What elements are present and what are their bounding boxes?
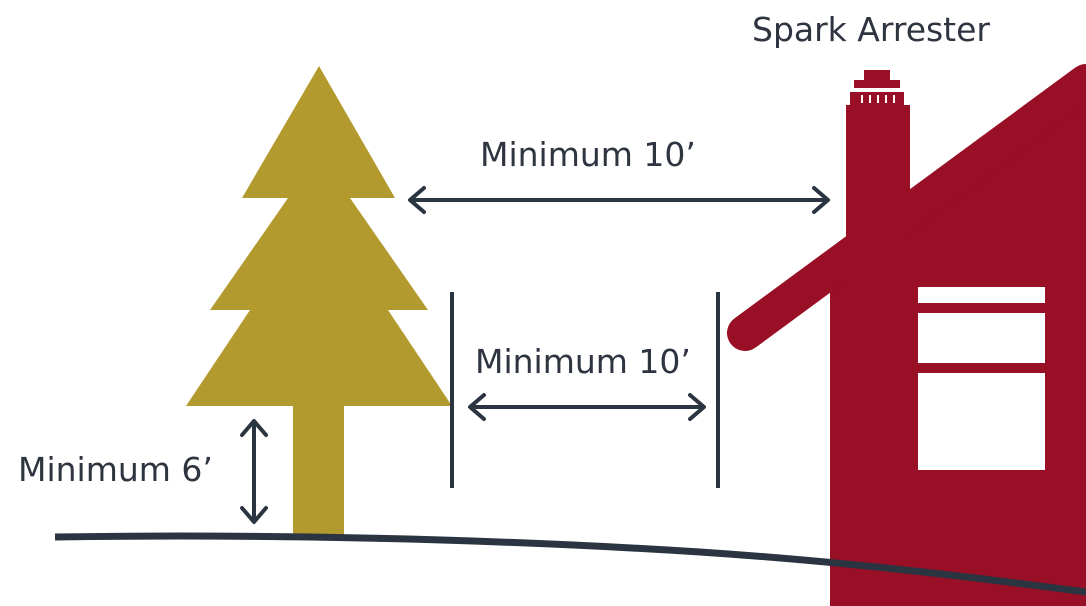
house-clearance-label: Minimum 10’ bbox=[475, 342, 691, 381]
roof-eave bbox=[727, 64, 1086, 351]
spark-arrester-icon bbox=[850, 70, 904, 106]
tree-trunk bbox=[293, 395, 344, 537]
roof-clearance-label: Minimum 10’ bbox=[480, 135, 696, 174]
house-icon bbox=[727, 64, 1086, 606]
ground-clearance-arrow bbox=[240, 419, 268, 524]
spark-arrester-label: Spark Arrester bbox=[752, 10, 990, 49]
house-window bbox=[918, 287, 1045, 470]
roof-clearance-arrow bbox=[408, 186, 830, 214]
ground-line bbox=[54, 532, 1086, 596]
house-clearance-arrow bbox=[468, 393, 706, 421]
pine-tree-icon bbox=[186, 66, 452, 537]
ground-clearance-label: Minimum 6’ bbox=[18, 450, 213, 489]
tree-canopy bbox=[186, 66, 452, 406]
chimney bbox=[846, 105, 910, 285]
